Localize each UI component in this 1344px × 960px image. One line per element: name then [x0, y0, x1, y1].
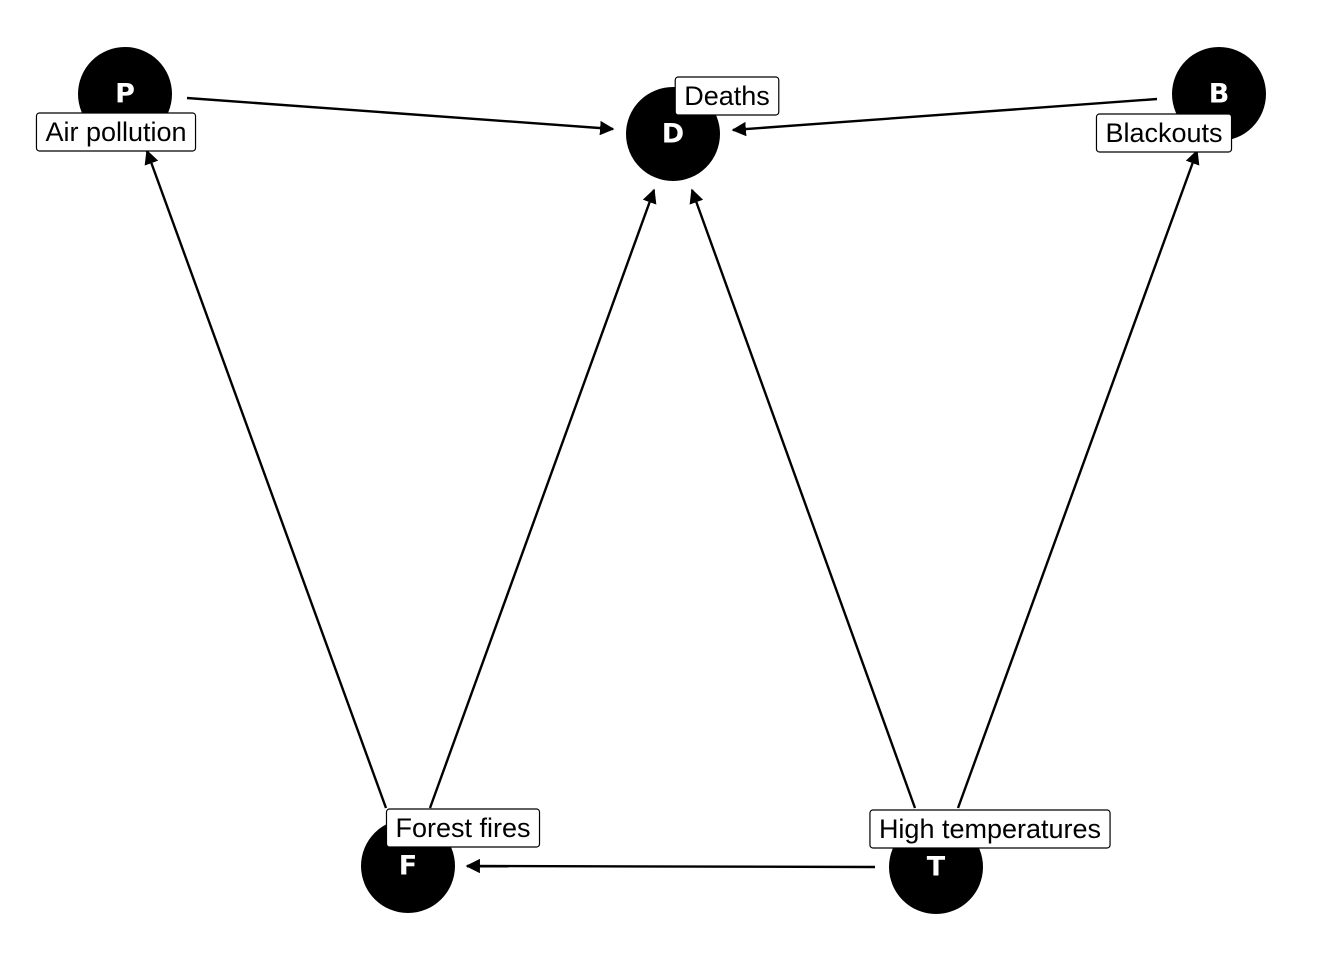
label-air-pollution: Air pollution — [35, 112, 197, 152]
node-f-letter: F — [399, 851, 417, 882]
edge-p-to-d — [186, 96, 615, 136]
label-high-temperatures-text: High temperatures — [879, 814, 1101, 844]
edge-t-to-d — [689, 188, 917, 809]
label-air-pollution-text: Air pollution — [45, 117, 186, 147]
label-air-pollution-box — [35, 112, 197, 152]
node-p-letter: P — [115, 79, 135, 110]
node-d-letter: D — [662, 119, 684, 150]
label-blackouts-box — [1095, 113, 1233, 153]
label-blackouts-text: Blackouts — [1105, 118, 1222, 148]
label-deaths: Deaths — [674, 76, 780, 116]
label-deaths-text: Deaths — [684, 81, 770, 111]
edge-t-to-b — [956, 149, 1200, 809]
label-high-temperatures: High temperatures — [869, 809, 1111, 849]
edge-t-to-f — [465, 858, 876, 874]
label-blackouts: Blackouts — [1095, 113, 1233, 153]
label-forest-fires: Forest fires — [385, 808, 541, 848]
edges — [144, 96, 1200, 874]
edge-b-to-d — [731, 97, 1158, 137]
label-forest-fires-text: Forest fires — [395, 813, 530, 843]
node-b-letter: B — [1209, 79, 1230, 110]
edge-f-to-p — [144, 149, 388, 809]
label-deaths-box — [674, 76, 780, 116]
label-high-temperatures-box — [869, 809, 1111, 849]
label-forest-fires-box — [385, 808, 541, 848]
node-t-letter: T — [927, 852, 946, 883]
edge-f-to-d — [428, 188, 657, 809]
